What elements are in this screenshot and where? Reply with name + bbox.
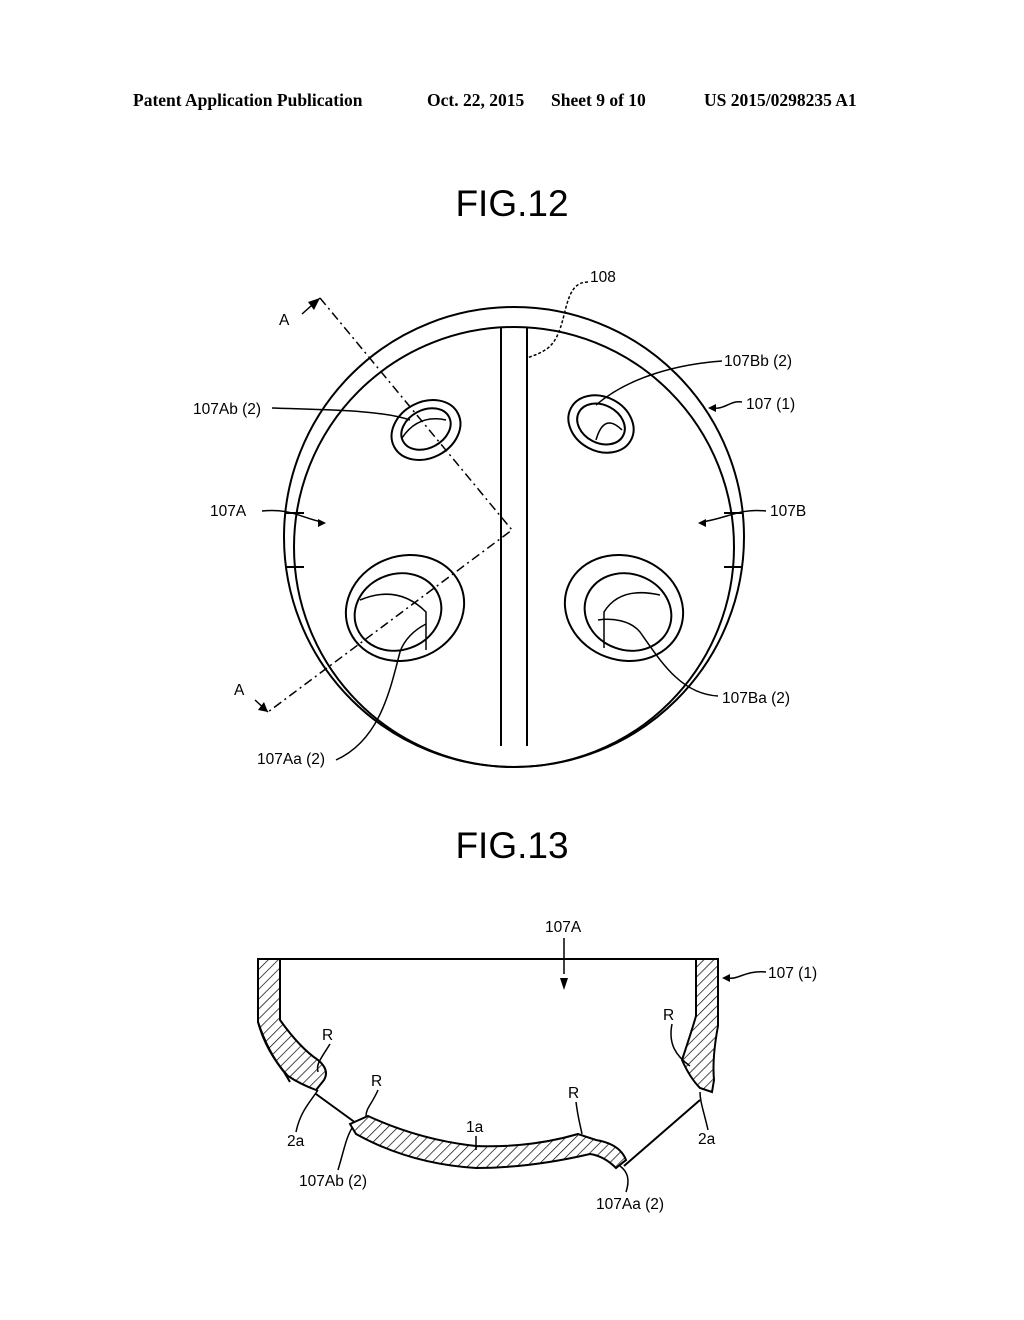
- fig12-label-107Ab: 107Ab (2): [193, 401, 261, 418]
- arrowhead-107B: [698, 519, 706, 527]
- arrowhead-A-bottom: [258, 702, 268, 712]
- hole-107Ab: [390, 399, 462, 461]
- fig13-label-R3: R: [568, 1085, 579, 1102]
- publication-date: Oct. 22, 2015: [427, 90, 525, 110]
- arrowhead-107A: [318, 519, 326, 527]
- leader-R1: [316, 1043, 331, 1073]
- left-wall-section: [257, 958, 327, 1092]
- arrowhead-A-top: [308, 298, 320, 310]
- hole-107Ba: [563, 554, 685, 662]
- hole-107Aa: [344, 554, 466, 662]
- inner-rim: [293, 326, 735, 768]
- left-chamfer-line: [315, 1093, 361, 1127]
- fig12-title: FIG.12: [455, 183, 569, 224]
- fig13-label-R1: R: [322, 1027, 333, 1044]
- fig12-label-107-1: 107 (1): [746, 396, 795, 413]
- leader-R2: [365, 1089, 379, 1117]
- fig13-drawing: [257, 938, 767, 1193]
- fig12-label-107B: 107B: [770, 503, 806, 520]
- fig13-label-107Ab: 107Ab (2): [299, 1173, 367, 1190]
- fig13-label-107Aa: 107Aa (2): [596, 1196, 664, 1213]
- leader-107Bb: [595, 360, 723, 406]
- fig12-label-108: 108: [590, 269, 616, 286]
- fig12-drawing: [254, 281, 767, 768]
- fig12-label-107Aa: 107Aa (2): [257, 751, 325, 768]
- leader-107Ab: [271, 407, 411, 421]
- hole-107Bb: [567, 394, 635, 454]
- section-line-A-A: [267, 297, 514, 713]
- fig13-title: FIG.13: [455, 825, 569, 866]
- leader-R4: [670, 1023, 691, 1067]
- right-wall-section: [680, 958, 719, 1094]
- left-outer-surface: [257, 1021, 291, 1083]
- page-header: Patent Application Publication Oct. 22, …: [0, 90, 1024, 114]
- fig13-label-R4: R: [663, 1007, 674, 1024]
- fig13-label-2a-right: 2a: [698, 1131, 716, 1148]
- leader-2a-right: [699, 1091, 709, 1131]
- leader-108: [526, 281, 589, 359]
- right-chamfer-line: [623, 1099, 701, 1167]
- arrowhead-107-1: [722, 974, 730, 982]
- publication-label: Patent Application Publication: [133, 90, 363, 110]
- sheet-number: Sheet 9 of 10: [551, 90, 646, 110]
- leader-107Ba: [597, 618, 719, 697]
- leader-107Ab: [337, 1127, 353, 1171]
- arrowhead-107-1: [708, 404, 716, 412]
- fig13-label-R2: R: [371, 1073, 382, 1090]
- leader-107Aa: [619, 1165, 629, 1193]
- fig12-label-A-bottom: A: [234, 682, 245, 699]
- fig13-label-2a-left: 2a: [287, 1133, 305, 1150]
- fig12-label-107A: 107A: [210, 503, 247, 520]
- leader-107-1: [727, 971, 767, 979]
- arrowhead-107A: [560, 978, 568, 990]
- leader-107-1: [711, 401, 743, 409]
- fig12-label-107Ba: 107Ba (2): [722, 690, 790, 707]
- fig13-label-1a: 1a: [466, 1119, 484, 1136]
- patent-number: US 2015/0298235 A1: [704, 90, 857, 110]
- leader-R3: [575, 1101, 583, 1135]
- leader-107A: [261, 509, 323, 523]
- fig13-label-107A: 107A: [545, 919, 582, 936]
- leader-2a-left: [295, 1089, 319, 1133]
- fig13-label-107-1: 107 (1): [768, 965, 817, 982]
- fig12-label-A-top: A: [279, 312, 290, 329]
- leader-107Aa: [335, 623, 427, 761]
- fig12-label-107Bb: 107Bb (2): [724, 353, 792, 370]
- leader-107B: [701, 509, 767, 523]
- bottom-wall-section: [348, 1114, 628, 1170]
